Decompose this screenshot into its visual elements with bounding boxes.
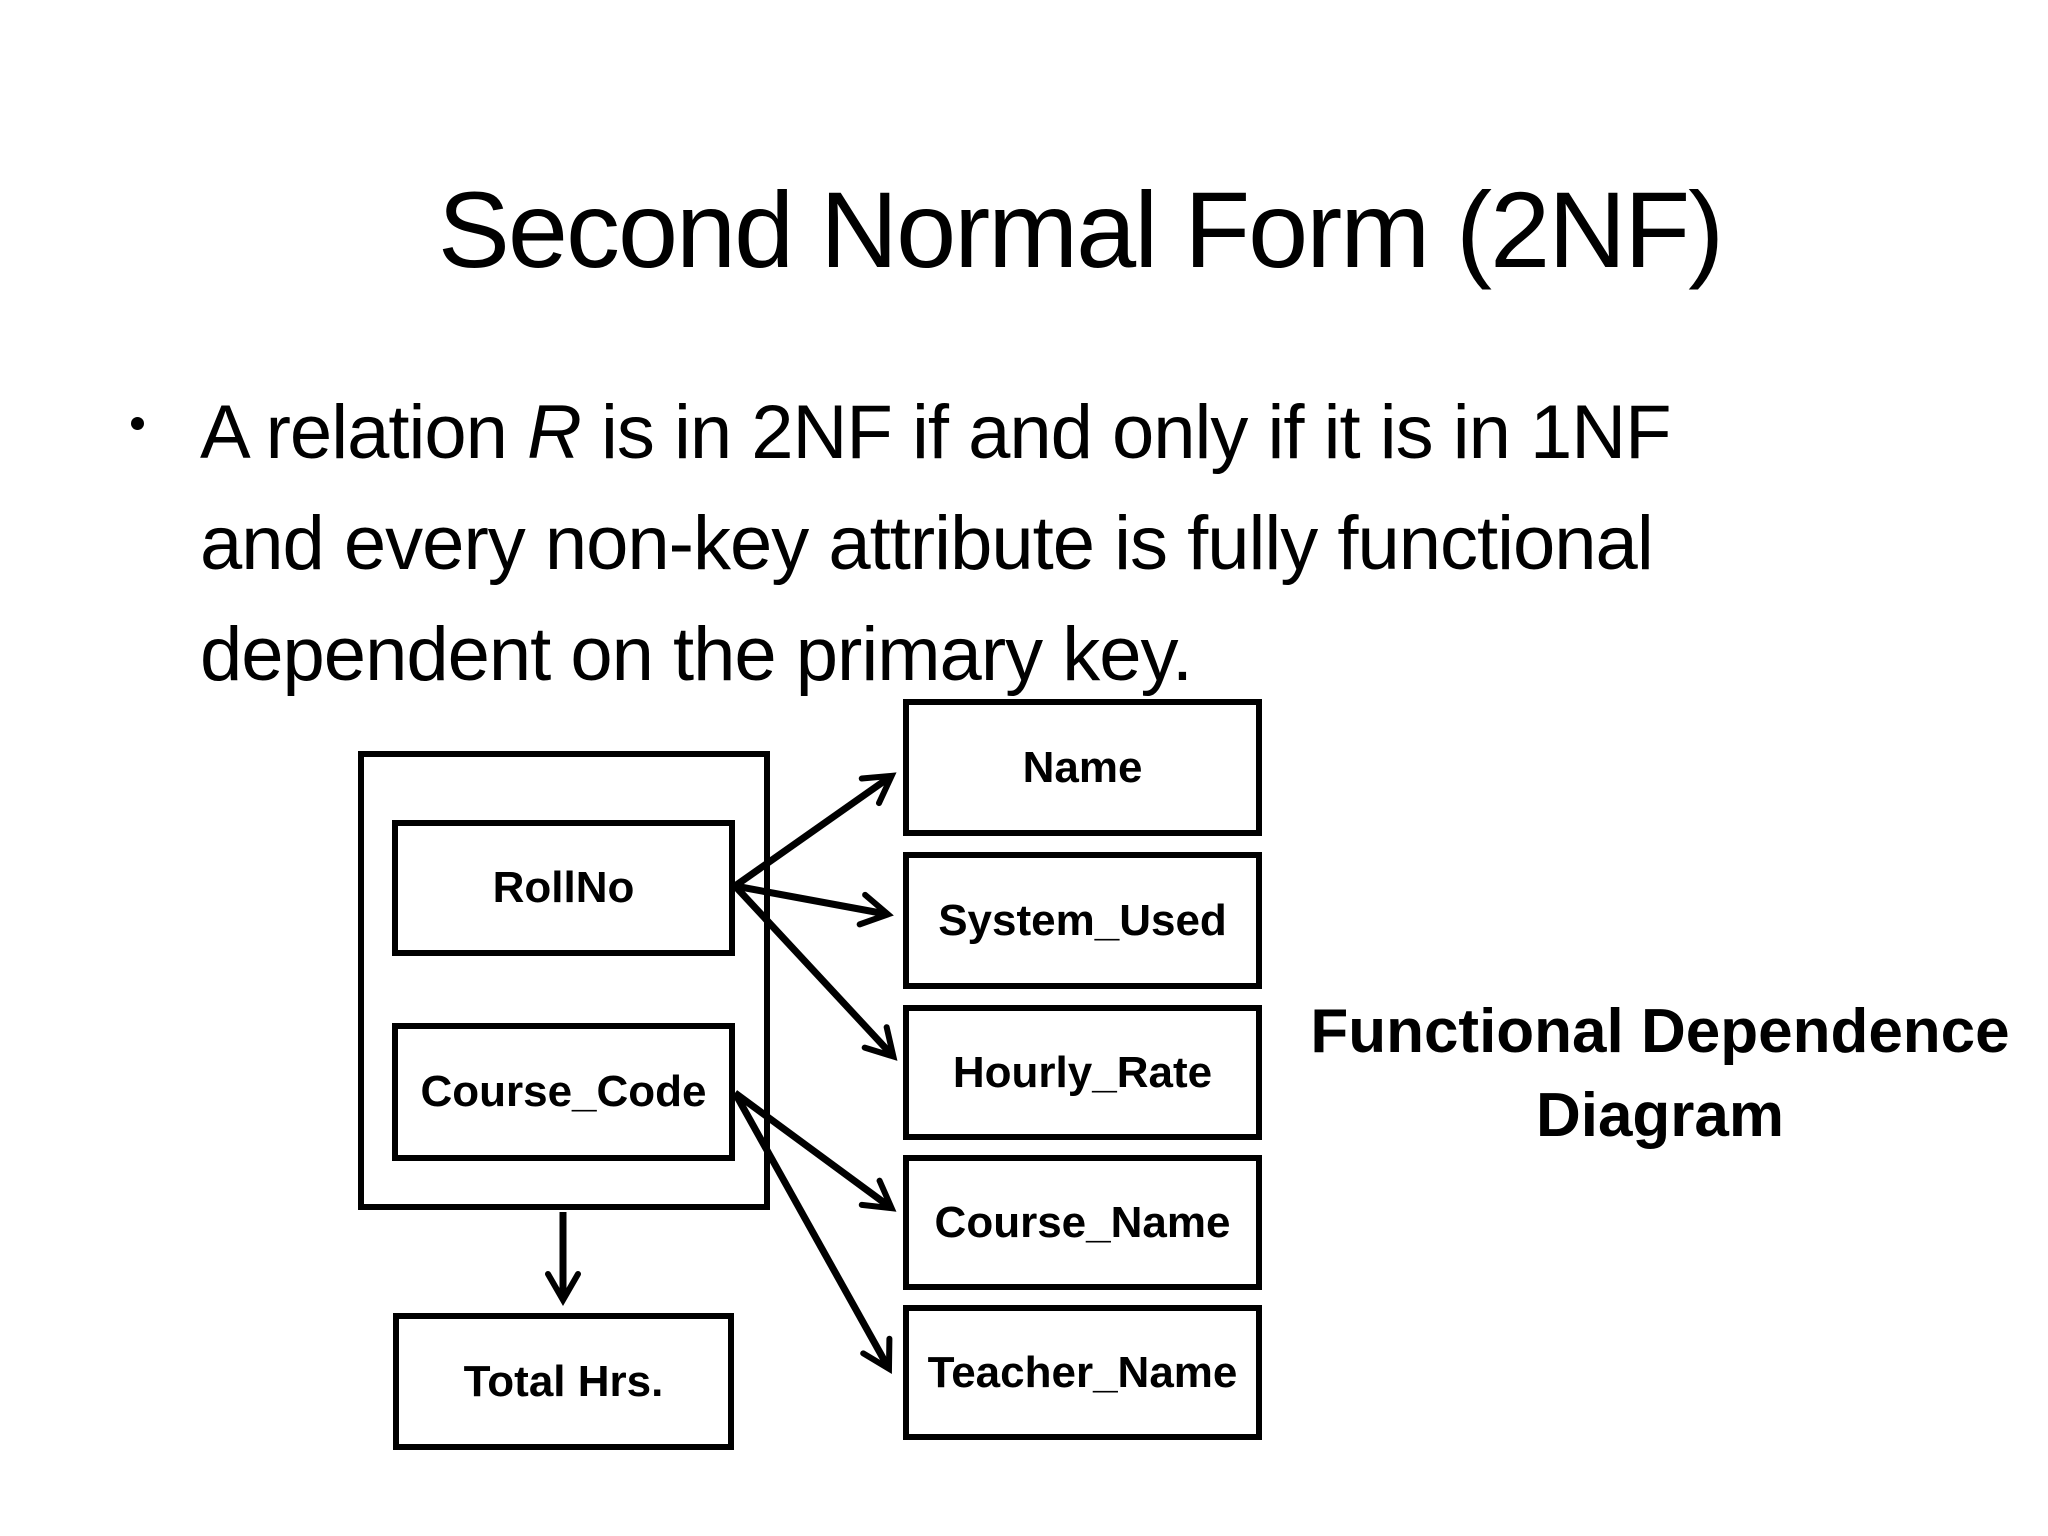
page-title: Second Normal Form (2NF) (437, 169, 1724, 290)
bullet-item: A relation R is in 2NF if and only if it… (200, 377, 2000, 710)
box-course-code-label: Course_Code (420, 1067, 707, 1116)
box-hourly-rate-label: Hourly_Rate (952, 1047, 1213, 1097)
bullet-line-3: dependent on the primary key. (200, 612, 1193, 697)
box-total-hrs-label: Total Hrs. (463, 1356, 664, 1406)
box-course-code: Course_Code (392, 1023, 735, 1161)
box-name-label: Name (1022, 742, 1143, 792)
box-course-name-label: Course_Name (934, 1197, 1231, 1247)
box-rollno: RollNo (392, 820, 735, 956)
bullet-dot (131, 417, 144, 430)
diagram-caption-line-2: Diagram (1535, 1081, 1785, 1150)
box-system-used-label: System_Used (938, 895, 1227, 945)
diagram-caption-line-1: Functional Dependence (1310, 997, 2010, 1066)
box-teacher-name: Teacher_Name (903, 1305, 1262, 1440)
box-system-used: System_Used (903, 852, 1262, 989)
box-course-name: Course_Name (903, 1155, 1262, 1290)
bullet-line-2: and every non-key attribute is fully fun… (200, 501, 1654, 586)
box-teacher-name-label: Teacher_Name (927, 1347, 1238, 1397)
box-hourly-rate: Hourly_Rate (903, 1005, 1262, 1140)
diagram-caption: Functional Dependence Diagram (1290, 990, 2030, 1158)
bullet-line1-pre: A relation (200, 390, 527, 475)
box-rollno-label: RollNo (492, 863, 635, 912)
relation-symbol: R (527, 390, 582, 475)
bullet-line-1: A relation R is in 2NF if and only if it… (200, 377, 2000, 488)
box-total-hrs: Total Hrs. (393, 1313, 734, 1450)
box-name: Name (903, 699, 1262, 836)
bullet-line1-post: is in 2NF if and only if it is in 1NF (580, 390, 1672, 475)
